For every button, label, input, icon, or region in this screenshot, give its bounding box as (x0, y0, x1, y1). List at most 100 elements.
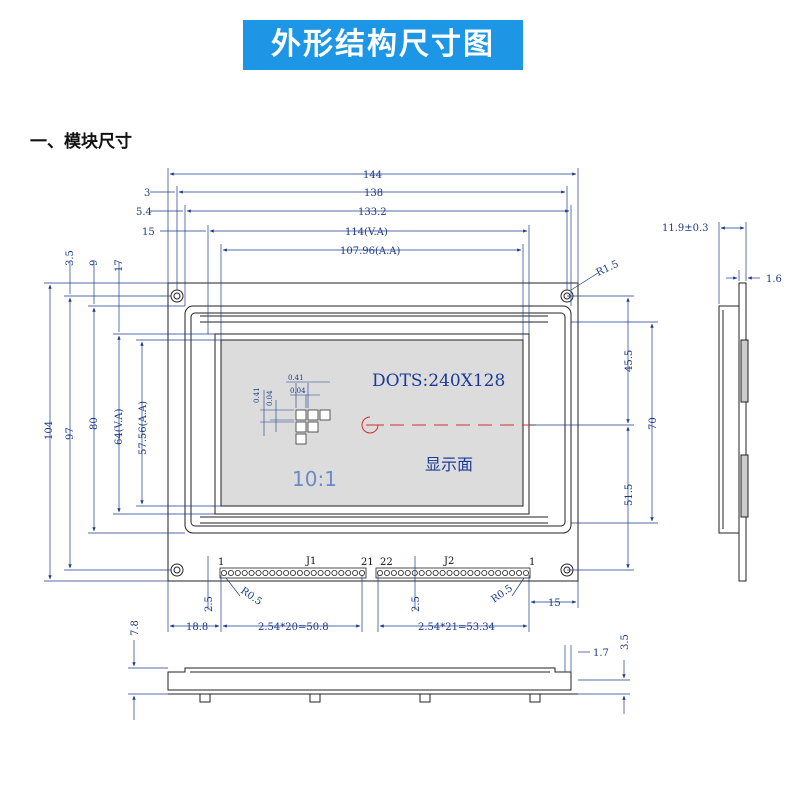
j1-pin (276, 570, 283, 577)
bezel-outer (184, 305, 572, 534)
connector-j1-pins (219, 567, 367, 579)
j1-pin (303, 570, 310, 577)
bottom-dimension-lines (167, 556, 579, 632)
j2-pin (481, 570, 488, 577)
j2-pin (376, 570, 383, 577)
j2-pin (453, 570, 460, 577)
j1-pin (255, 570, 262, 577)
dim-r1-5: R1.5 (595, 259, 621, 279)
dim-80: 80 (89, 417, 100, 430)
dim-r0-5-left: R0.5 (238, 585, 264, 607)
dim-offset-15: 15 (142, 227, 155, 238)
j1-pin (358, 570, 365, 577)
side-pcb-thickness: 1.6 (766, 274, 782, 285)
scale-label: 10:1 (292, 467, 337, 491)
bottom-dim-1-7: 1.7 (593, 648, 609, 659)
j2-pin-start: 22 (380, 557, 393, 568)
j1-pin (317, 570, 324, 577)
bottom-height: 7.8 (130, 620, 141, 636)
side-pcb (738, 282, 747, 582)
j1-pin (241, 570, 248, 577)
bottom-dim-3-5: 3.5 (620, 634, 631, 650)
j2-pin-end: 1 (529, 557, 535, 568)
j2-pin (397, 570, 404, 577)
j2-pin (474, 570, 481, 577)
dim-45-5: 45.5 (624, 350, 635, 372)
j1-pin (289, 570, 296, 577)
center-mark (361, 416, 540, 434)
dim-offset-3-5: 3.5 (65, 250, 76, 266)
pcb-outline (167, 282, 579, 582)
dim-2-5-right: 2.5 (411, 596, 422, 612)
j1-pin (338, 570, 345, 577)
bezel-inner (190, 312, 566, 527)
module-side-view (718, 282, 749, 582)
j1-pin (220, 570, 227, 577)
j1-pin (234, 570, 241, 577)
j2-pin (425, 570, 432, 577)
dim-107-96-aa: 107.96(A.A) (340, 246, 401, 257)
dim-144: 144 (363, 170, 382, 181)
j2-pin (467, 570, 474, 577)
dim-138: 138 (364, 188, 383, 199)
j2-pin (404, 570, 411, 577)
j2-pin (488, 570, 495, 577)
j1-label: J1 (305, 556, 316, 567)
dim-offset-9: 9 (89, 260, 100, 266)
side-dimension-lines (718, 222, 760, 304)
j1-pin (296, 570, 303, 577)
side-bezel (718, 305, 740, 534)
j2-pin (432, 570, 439, 577)
mount-hole-tl (170, 289, 184, 303)
dim-57-56-aa: 57.56(A.A) (138, 401, 149, 455)
dim-133-2: 133.2 (358, 207, 387, 218)
mount-hole-bl (170, 563, 184, 577)
dots-label: DOTS:240X128 (372, 371, 505, 391)
pixel-gap-v-label: 0.04 (266, 390, 274, 406)
side-thickness: 11.9±0.3 (662, 223, 709, 234)
j1-pin (310, 570, 317, 577)
dim-64-va: 64(V.A) (114, 409, 125, 446)
j2-pin (495, 570, 502, 577)
j1-pin (345, 570, 352, 577)
banner-title: 外形结构尺寸图 (243, 20, 523, 70)
pixel-pattern (295, 409, 331, 445)
dim-15-bottom: 15 (548, 598, 561, 609)
j1-pin (248, 570, 255, 577)
j2-label: J2 (443, 556, 454, 567)
left-dimension-lines (44, 262, 221, 582)
module-bottom-view (167, 667, 578, 703)
j1-pin-end: 21 (361, 557, 374, 568)
dim-51-5: 51.5 (624, 484, 635, 506)
dim-r0-5-right: R0.5 (489, 583, 515, 605)
display-area-label: 显示面 (425, 455, 473, 474)
j2-header (375, 567, 531, 579)
dim-114-va: 114(V.A) (345, 227, 388, 238)
module-front-view (167, 282, 579, 582)
j1-pin (283, 570, 290, 577)
dim-18-8: 18.8 (186, 622, 208, 633)
j2-pin (446, 570, 453, 577)
j1-header (219, 567, 367, 579)
dim-offset-3: 3 (144, 188, 150, 199)
j1-pin (352, 570, 359, 577)
j2-pin (390, 570, 397, 577)
j2-pin (509, 570, 516, 577)
j1-pin (269, 570, 276, 577)
bottom-view-dimension-lines (128, 640, 630, 720)
j1-pin (331, 570, 338, 577)
dim-70: 70 (648, 417, 659, 430)
dim-50-8: 2.54*20=50.8 (258, 622, 329, 633)
j1-pin-start: 1 (218, 557, 224, 568)
j2-pin (523, 570, 530, 577)
section-title: 一、模块尺寸 (30, 132, 132, 152)
dim-offset-17: 17 (114, 259, 125, 272)
dim-offset-5-4: 5.4 (136, 207, 152, 218)
active-area (220, 339, 524, 507)
j2-pin (439, 570, 446, 577)
viewing-area (214, 333, 530, 515)
right-dimension-lines (529, 295, 658, 571)
dim-97: 97 (65, 427, 76, 440)
j2-pin (516, 570, 523, 577)
